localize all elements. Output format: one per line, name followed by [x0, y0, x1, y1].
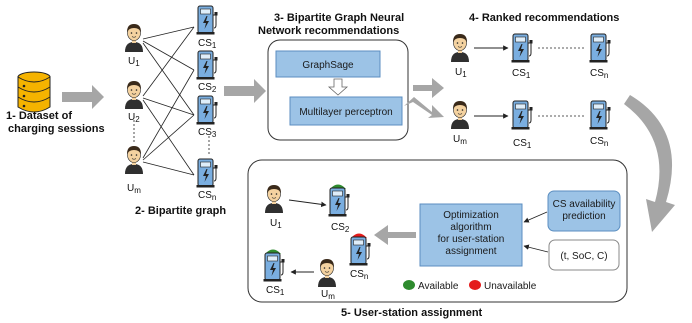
assign-label-cs2: CS2	[331, 222, 350, 234]
rank-label-cs1-a: CS1	[512, 68, 531, 80]
assign-label-um: Um	[321, 289, 335, 301]
optimization-line1: Optimization	[443, 210, 499, 221]
station-csn-icon	[589, 33, 611, 63]
context-label: (t, SoC, C)	[560, 251, 607, 262]
optimization-line4: assignment	[445, 246, 496, 257]
arrow-icon	[523, 211, 548, 223]
assign-label-cs1: CS1	[266, 285, 285, 297]
mlp-label: Multilayer perceptron	[299, 107, 392, 118]
rank-label-csn-b: CSn	[590, 136, 608, 148]
user-u1-icon	[124, 23, 144, 52]
context-box	[548, 239, 620, 271]
assign-label-csn: CSn	[350, 269, 368, 281]
rank-label-um: Um	[453, 134, 467, 146]
rank-label-cs1-b: CS1	[513, 138, 532, 150]
legend-unavailable-swatch	[469, 280, 481, 290]
arrow-icon	[288, 199, 327, 208]
step1-title-line1: 1- Dataset of	[6, 110, 72, 122]
user-um-icon	[450, 100, 470, 129]
bipartite-edges	[142, 26, 195, 176]
user-u1-icon	[450, 33, 470, 62]
station-cs2-icon	[196, 50, 218, 80]
legend-unavailable-label: Unavailable	[484, 281, 537, 292]
arrow-left-icon	[374, 225, 416, 245]
database-icon	[17, 71, 51, 113]
arrow-down-icon	[327, 78, 349, 96]
curved-arrow-icon	[624, 95, 675, 232]
step3-title-line2: Network recommendations	[258, 25, 399, 37]
step2-title: 2- Bipartite graph	[135, 205, 226, 217]
arrow-right-icon	[404, 97, 444, 118]
label-cs2: CS2	[198, 82, 217, 94]
availability-line2: prediction	[562, 211, 605, 222]
user-u2-icon	[124, 80, 144, 109]
station-csn-icon	[196, 158, 218, 188]
station-csn-icon	[589, 100, 611, 130]
rank-label-u1: U1	[455, 67, 467, 79]
availability-box	[547, 190, 621, 232]
label-u2: U2	[128, 112, 140, 124]
legend-available-swatch	[403, 280, 415, 290]
step5-title: 5- User-station assignment	[341, 307, 483, 319]
legend-available-label: Available	[418, 281, 459, 292]
step1-title-line2: charging sessions	[8, 123, 105, 135]
arrow-right-icon	[224, 79, 266, 103]
label-cs1: CS1	[198, 38, 217, 50]
optimization-line2: algorithm	[450, 222, 491, 233]
rank-label-csn-a: CSn	[590, 68, 608, 80]
station-cs1-icon	[196, 5, 218, 35]
arrow-right-icon	[62, 85, 104, 109]
arrow-right-icon	[413, 78, 444, 98]
mlp-box	[289, 96, 403, 126]
graphsage-box	[275, 50, 381, 78]
graphsage-label: GraphSage	[302, 60, 354, 71]
label-u1: U1	[128, 56, 140, 68]
optimization-box	[419, 203, 523, 267]
station-cs1-icon	[511, 33, 533, 63]
label-cs3: CS3	[198, 127, 217, 139]
step4-title: 4- Ranked recommendations	[469, 12, 619, 24]
station-cs3-icon	[196, 95, 218, 125]
label-um: Um	[127, 183, 141, 195]
step3-title-line1: 3- Bipartite Graph Neural	[274, 12, 404, 24]
station-cs1-icon	[511, 100, 533, 130]
arrow-icon	[523, 244, 549, 253]
optimization-line3: for user-station	[438, 234, 505, 245]
label-csn: CSn	[198, 190, 216, 202]
availability-line1: CS availability	[553, 199, 616, 210]
assign-label-u1: U1	[270, 218, 282, 230]
user-um-icon	[124, 145, 144, 174]
